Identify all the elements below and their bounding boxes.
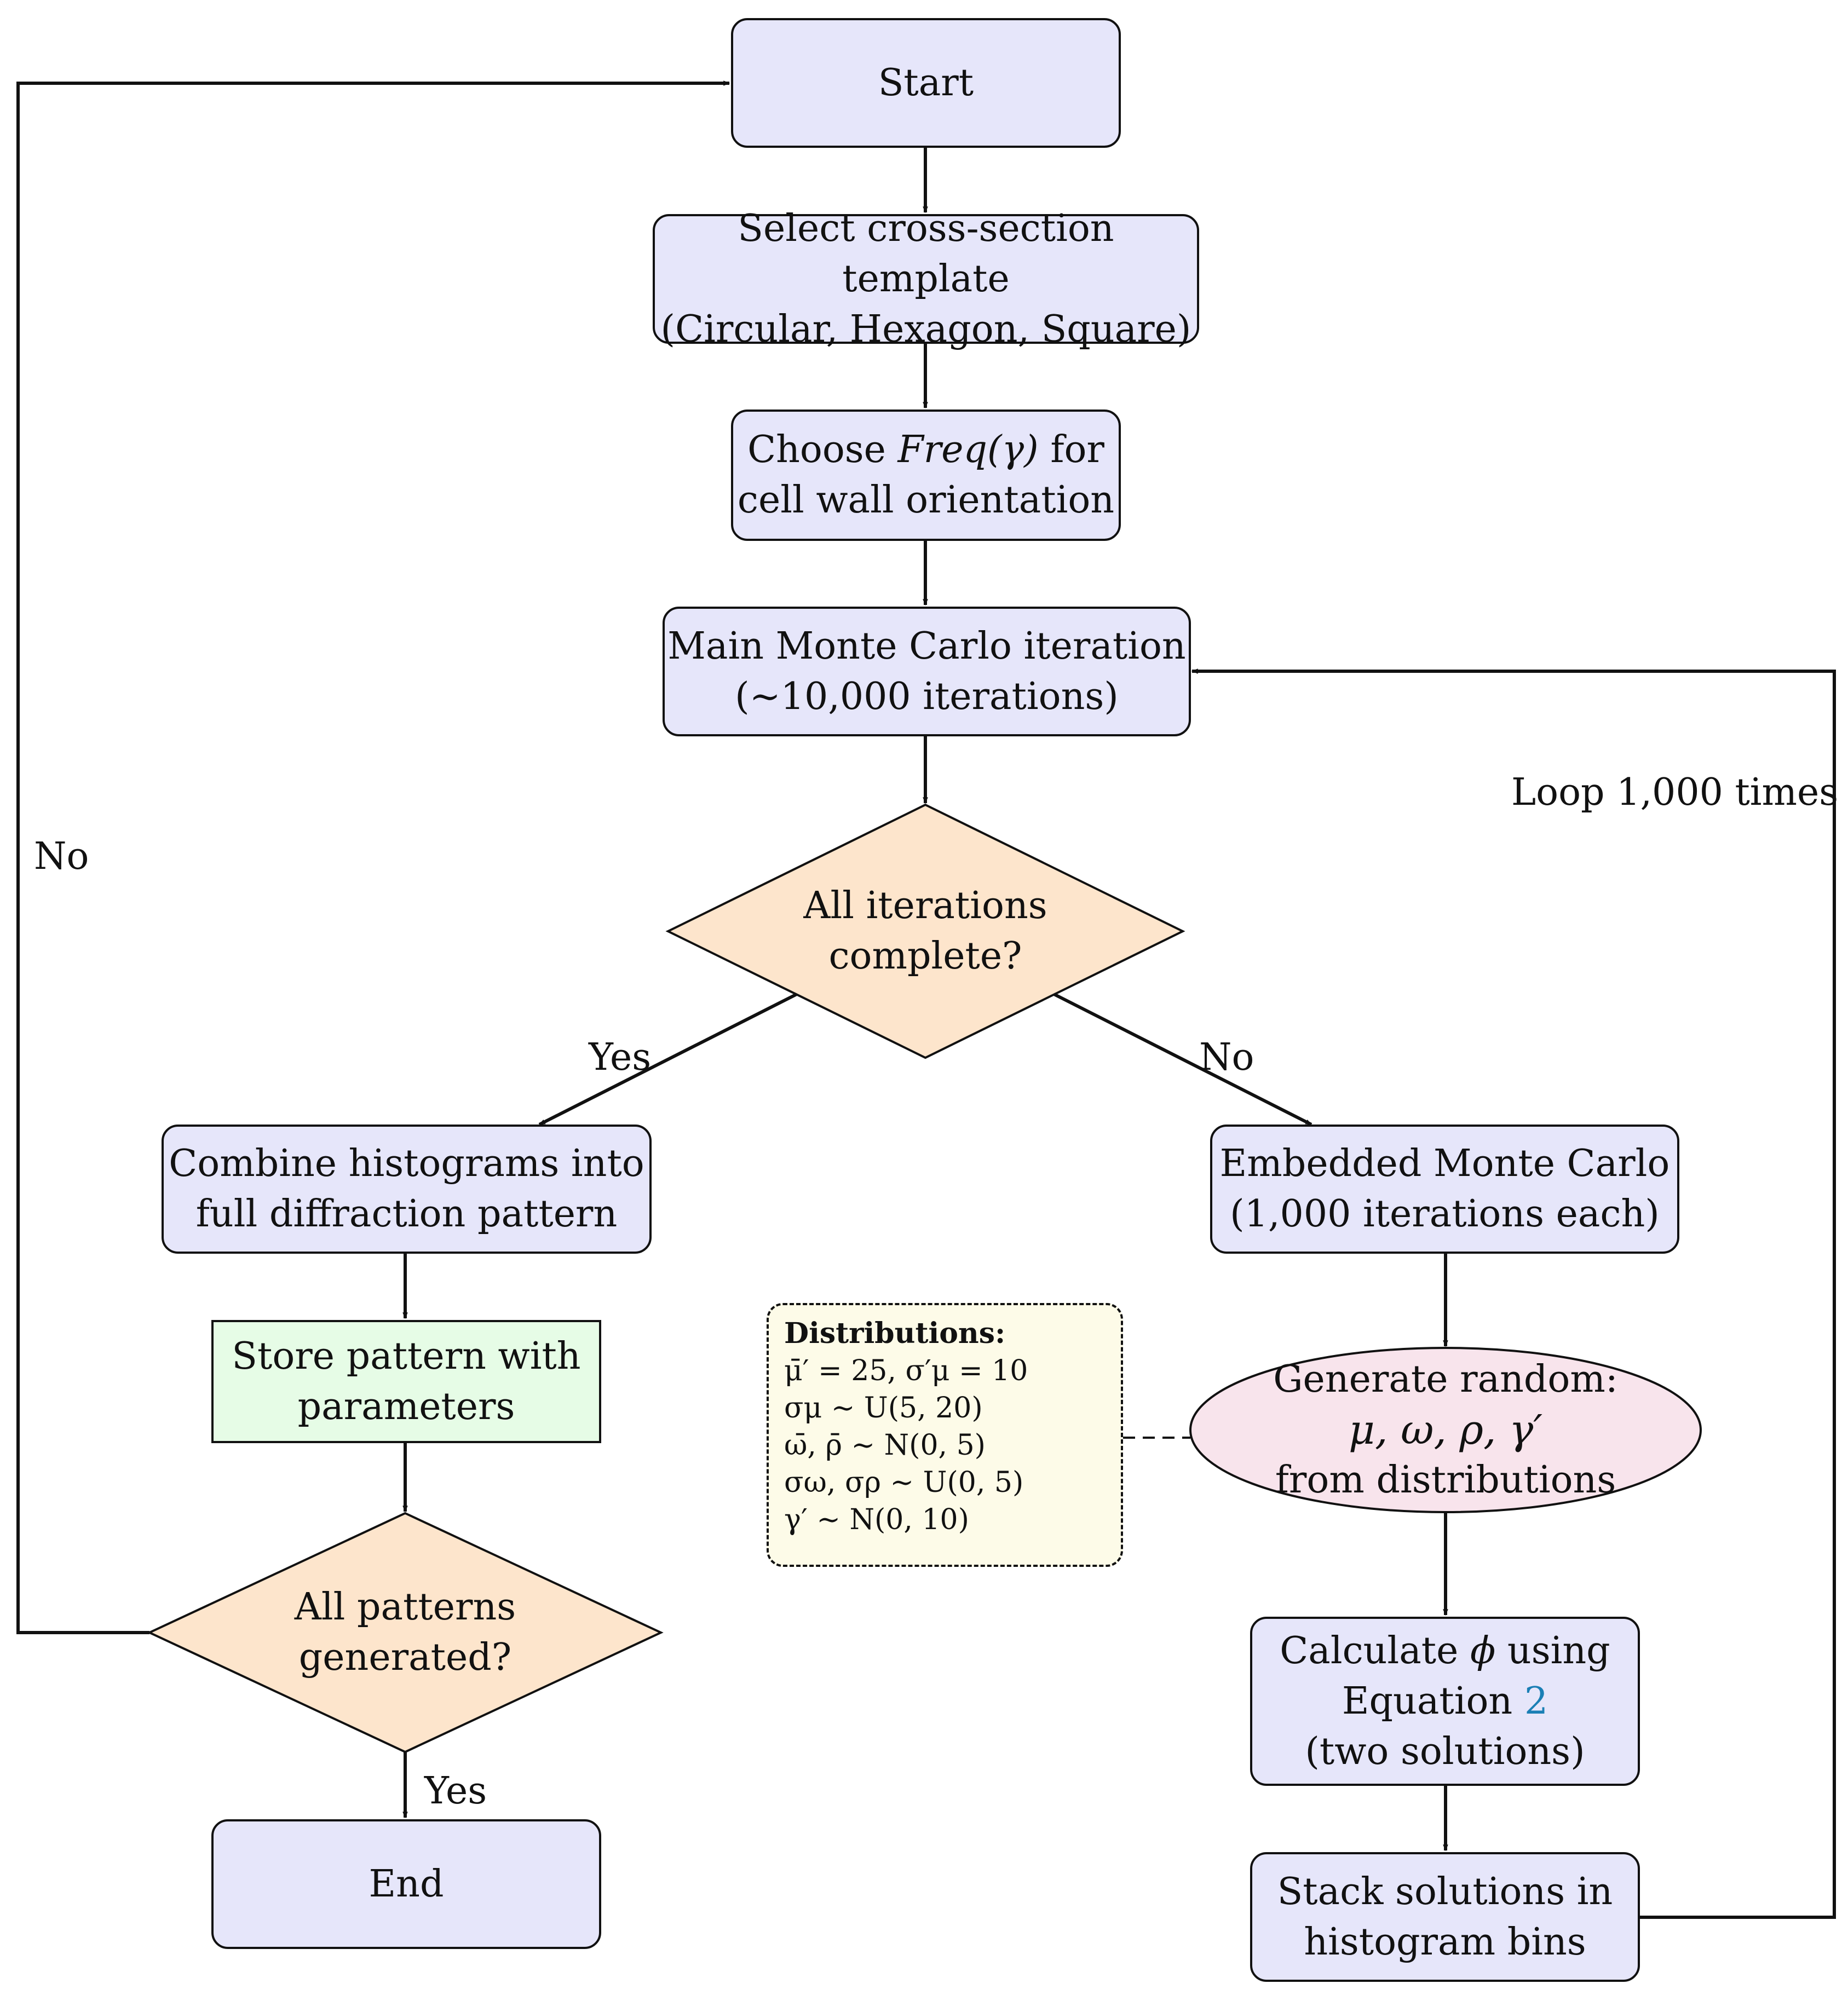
- equation-ref-link[interactable]: 2: [1524, 1679, 1548, 1723]
- arrow-yes-to-combine: [538, 993, 798, 1126]
- edge-label-loop: Loop 1,000 times: [1511, 771, 1839, 814]
- calculate-line3: (two solutions): [1305, 1729, 1585, 1773]
- distribution-line: γ′ ∼ N(0, 10): [784, 1503, 969, 1536]
- stack-line1: Stack solutions in: [1277, 1870, 1613, 1913]
- generate-line3: from distributions: [1275, 1458, 1616, 1502]
- main-line2: (∼10,000 iterations): [735, 674, 1119, 718]
- edge-label-no-restart: No: [34, 835, 89, 878]
- distributions-title: Distributions:: [784, 1317, 1006, 1350]
- edge-label-no-embedded: No: [1199, 1036, 1254, 1079]
- distribution-line: σω, σρ ∼ U(0, 5): [784, 1466, 1024, 1499]
- generate-variables: μ, ω, ρ, γ′: [1348, 1406, 1543, 1454]
- store-line1: Store pattern with: [232, 1334, 581, 1378]
- calculate-line2: Equation 2: [1342, 1679, 1548, 1723]
- stack-solutions-node: Stack solutions in histogram bins: [1250, 1852, 1640, 1982]
- main-monte-carlo-node: Main Monte Carlo iteration (∼10,000 iter…: [663, 607, 1191, 736]
- embedded-line1: Embedded Monte Carlo: [1219, 1142, 1670, 1185]
- select-line1: Select cross-section template: [738, 206, 1114, 301]
- embedded-monte-carlo-node: Embedded Monte Carlo (1,000 iterations e…: [1210, 1125, 1679, 1254]
- choose-freq-node: Choose Freq(γ) for cell wall orientation: [731, 410, 1121, 541]
- arrow-no-to-embedded: [1053, 993, 1312, 1126]
- arrow-no-back-to-start: [16, 80, 730, 1634]
- end-label: End: [369, 1862, 444, 1906]
- arrow-loop-back-to-main: [1191, 668, 1836, 1919]
- calculate-phi-node: Calculate ϕ using Equation 2 (two soluti…: [1250, 1617, 1640, 1786]
- phi-math: ϕ: [1470, 1629, 1496, 1673]
- decision2-line2: generated?: [298, 1636, 512, 1679]
- select-line2: (Circular, Hexagon, Square): [660, 307, 1191, 351]
- combine-line2: full diffraction pattern: [195, 1192, 618, 1236]
- generate-random-text: Generate random: μ, ω, ρ, γ′ from distri…: [1199, 1348, 1692, 1512]
- edge-label-yes-combine: Yes: [589, 1036, 652, 1079]
- generate-line1: Generate random:: [1273, 1358, 1618, 1401]
- decision1-line2: complete?: [828, 935, 1022, 978]
- calculate-line1: Calculate ϕ using: [1280, 1629, 1610, 1673]
- decision1-line1: All iterations: [803, 884, 1047, 927]
- edge-label-yes-end: Yes: [424, 1769, 487, 1813]
- combine-histograms-node: Combine histograms into full diffraction…: [162, 1125, 652, 1254]
- embedded-line2: (1,000 iterations each): [1230, 1192, 1660, 1236]
- decision-iterations-text: All iterations complete?: [761, 877, 1090, 986]
- start-node: Start: [731, 18, 1121, 148]
- store-pattern-node: Store pattern with parameters: [211, 1320, 601, 1443]
- stack-line2: histogram bins: [1304, 1920, 1586, 1964]
- combine-line1: Combine histograms into: [169, 1142, 644, 1185]
- freq-gamma-math: Freq(γ): [897, 428, 1039, 471]
- distribution-line: ω̄, ρ̄ ∼ N(0, 5): [784, 1429, 986, 1462]
- end-node: End: [211, 1819, 601, 1949]
- distributions-note: Distributions: μ̄′ = 25, σ′μ = 10 σμ ∼ U…: [767, 1303, 1123, 1567]
- decision2-line1: All patterns: [294, 1585, 516, 1629]
- choose-line2: cell wall orientation: [737, 478, 1115, 522]
- decision-patterns-text: All patterns generated?: [268, 1578, 542, 1687]
- distribution-line: σμ ∼ U(5, 20): [784, 1392, 983, 1425]
- distribution-line: μ̄′ = 25, σ′μ = 10: [784, 1354, 1028, 1387]
- main-line1: Main Monte Carlo iteration: [667, 624, 1186, 668]
- start-label: Start: [878, 61, 974, 105]
- select-template-node: Select cross-section template (Circular,…: [653, 207, 1199, 351]
- store-line2: parameters: [297, 1385, 515, 1428]
- choose-line1: Choose Freq(γ) for: [747, 428, 1104, 471]
